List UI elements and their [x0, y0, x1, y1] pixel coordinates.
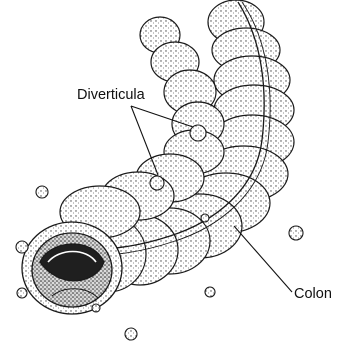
pouch	[190, 125, 206, 141]
pouch	[36, 186, 48, 198]
pouch	[16, 241, 28, 253]
pouch	[125, 328, 137, 340]
pouch	[201, 214, 209, 222]
colon-label: Colon	[294, 287, 332, 302]
diverticula-label: Diverticula	[77, 88, 145, 103]
pouch	[289, 226, 303, 240]
colon-cross-section	[22, 222, 122, 314]
pouch	[150, 176, 164, 190]
pouch	[205, 287, 215, 297]
pouch	[92, 304, 100, 312]
pouch	[17, 288, 27, 298]
